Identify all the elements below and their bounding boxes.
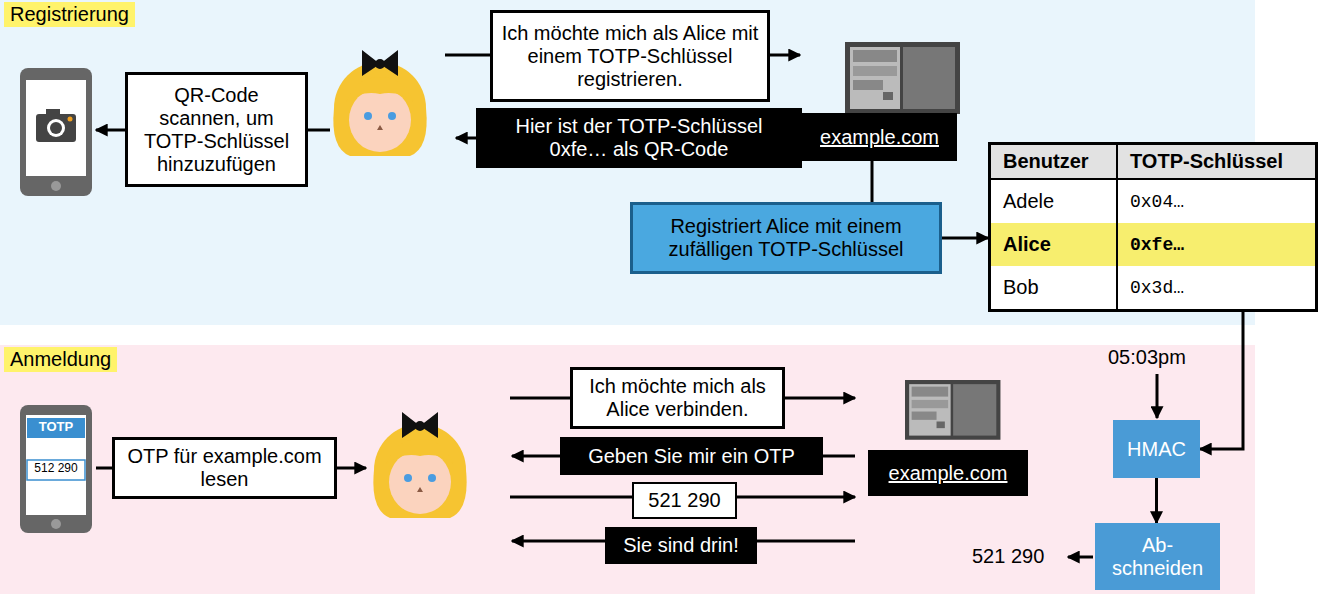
- text-label: 521 290: [972, 545, 1044, 568]
- connector: [1200, 312, 1243, 449]
- box-text: example.com: [820, 126, 939, 149]
- camera-lens: [47, 119, 65, 137]
- phase-title: Registrierung: [4, 2, 135, 27]
- box-text: example.com: [889, 462, 1008, 485]
- message-box: Hier ist der TOTP-Schlüssel 0xfe… als QR…: [476, 108, 802, 168]
- connector: [871, 161, 874, 202]
- phone-screen: [26, 80, 86, 176]
- app-bar: [27, 418, 85, 438]
- message-box: Geben Sie mir ein OTP: [560, 437, 823, 475]
- camera-flash: [68, 117, 73, 122]
- box-text: Sie sind drin!: [623, 534, 739, 557]
- process-box: HMAC: [1113, 420, 1200, 478]
- table-cell: Alice: [991, 223, 1118, 266]
- message-box: example.com: [868, 450, 1028, 496]
- message-box: Ich möchte mich als Alice verbinden.: [570, 367, 785, 429]
- table-cell: Adele: [991, 180, 1118, 223]
- box-text: Registriert Alice mit einem zufälligen T…: [639, 215, 933, 261]
- process-box: Ab- schneiden: [1095, 523, 1220, 590]
- phase-band: AnmeldungOTP für example.com lesen Ich mö…: [0, 345, 1255, 594]
- box-text: Ab- schneiden: [1101, 534, 1214, 580]
- text-label: 05:03pm: [1108, 346, 1186, 369]
- phone-body: [20, 405, 92, 533]
- table-cell: TOTP-Schlüssel: [1118, 145, 1315, 180]
- box-text: Ich möchte mich als Alice mit einem TOTP…: [499, 22, 761, 91]
- message-box: 521 290: [632, 482, 737, 519]
- box-text: OTP für example.com lesen: [121, 445, 328, 491]
- table-cell: 0x04…: [1118, 180, 1315, 223]
- alice-figure: [373, 412, 466, 518]
- box-text: Hier ist der TOTP-Schlüssel 0xfe… als QR…: [484, 115, 794, 161]
- box-text: Ich möchte mich als Alice verbinden.: [579, 375, 776, 421]
- message-box: Sie sind drin!: [605, 527, 757, 564]
- server-icon: [845, 42, 960, 114]
- table-cell: Benutzer: [991, 145, 1118, 180]
- connector: [942, 237, 988, 240]
- process-box: Registriert Alice mit einem zufälligen T…: [630, 202, 942, 274]
- phone-screen: [26, 415, 86, 515]
- table-cell: 0x3d…: [1118, 266, 1315, 309]
- key-table: BenutzerTOTP-SchlüsselAdele0x04…Alice0xf…: [988, 142, 1318, 312]
- box-text: Geben Sie mir ein OTP: [588, 445, 795, 468]
- connector: [1155, 478, 1158, 523]
- alice-figure: [333, 50, 426, 156]
- camera-lens: [50, 122, 62, 134]
- message-box: example.com: [802, 113, 957, 161]
- table-cell: Bob: [991, 266, 1118, 309]
- otp-field: [27, 460, 85, 480]
- server-icon: [905, 380, 1000, 440]
- message-box: Ich möchte mich als Alice mit einem TOTP…: [490, 10, 770, 102]
- phone-button: [51, 519, 61, 529]
- box-text: 521 290: [648, 489, 720, 512]
- table-cell: 0xfe…: [1118, 223, 1315, 266]
- text-label: TOTP: [27, 419, 85, 434]
- camera-icon: [46, 109, 60, 115]
- phase-title: Anmeldung: [4, 347, 117, 372]
- camera-icon: [36, 114, 76, 142]
- phone-button: [51, 181, 61, 191]
- output-arrow: [1068, 556, 1093, 559]
- box-text: QR-Code scannen, um TOTP-Schlüssel hinzu…: [134, 84, 299, 176]
- message-box: OTP für example.com lesen: [112, 437, 337, 499]
- message-box: QR-Code scannen, um TOTP-Schlüssel hinzu…: [125, 72, 308, 187]
- band-ground: [0, 345, 1255, 594]
- time-arrow: [1156, 374, 1159, 418]
- phone-body: [20, 68, 92, 196]
- text-label: 512 290: [27, 461, 85, 475]
- box-text: HMAC: [1127, 438, 1186, 461]
